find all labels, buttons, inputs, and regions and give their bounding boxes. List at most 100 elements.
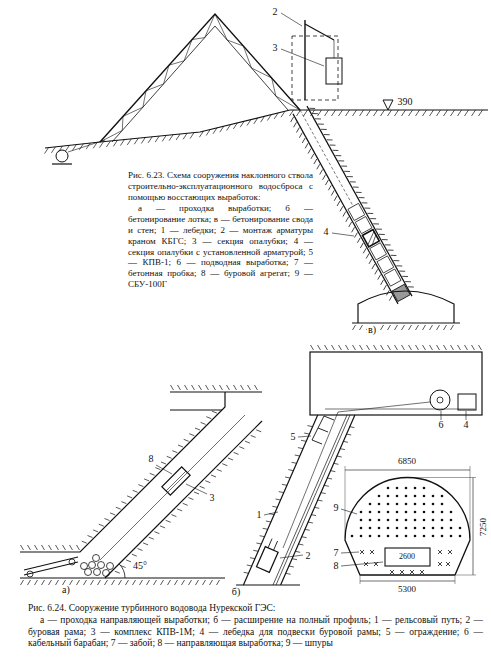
blast-hole: [405, 503, 408, 506]
crane-boom: [305, 24, 334, 40]
formwork-section: [362, 230, 379, 247]
upper-drift-roof: [170, 391, 262, 392]
fence-bar: [318, 428, 328, 432]
crane-mast: [304, 20, 305, 100]
blast-hole: [378, 503, 381, 506]
blast-hole: [423, 511, 426, 514]
truss-bracing: [100, 14, 215, 142]
figure-6-24b: [236, 345, 482, 585]
blast-hole: [405, 535, 408, 538]
blast-hole: [441, 511, 444, 514]
blast-hole: [423, 503, 426, 506]
crane-hook-line: [334, 40, 335, 58]
figure-6-23: [45, 13, 489, 330]
face-holes: [360, 550, 452, 574]
callout-number: 3: [209, 493, 216, 503]
winch-base: [52, 163, 72, 164]
blast-hole: [450, 527, 453, 530]
blast-hole: [441, 535, 444, 538]
raise-lower-wall: [105, 421, 262, 578]
dimension-label: 2600: [398, 553, 416, 561]
rail-track: [273, 415, 347, 585]
leader-line: [341, 562, 383, 566]
blast-hole: [378, 519, 381, 522]
formwork-section: [370, 243, 387, 260]
headframe-truss: [100, 14, 300, 142]
blast-hole: [441, 527, 444, 530]
pilot-raise-outline: [385, 548, 430, 566]
blast-hole: [387, 487, 390, 490]
rock-piece: [98, 562, 105, 569]
blast-hole: [387, 535, 390, 538]
reinforcement-mark: [369, 235, 379, 245]
blast-hole: [405, 495, 408, 498]
extension-line: [456, 575, 476, 576]
rock-piece: [107, 563, 114, 570]
blast-holes: [351, 487, 462, 538]
callout-number: 7: [333, 548, 340, 558]
blast-hole: [441, 495, 444, 498]
rock-piece: [94, 569, 101, 576]
formwork-section: [348, 203, 365, 220]
blast-hole: [387, 503, 390, 506]
leader-line: [441, 411, 442, 420]
callout-number: 2: [272, 7, 279, 17]
blast-hole: [396, 519, 399, 522]
callout-number: 9: [333, 503, 340, 513]
blast-hole: [378, 511, 381, 514]
leader-line: [466, 411, 467, 420]
rock-hatching: [309, 106, 414, 290]
headframe-inner-chord: [112, 26, 288, 142]
drill-frame-body: [256, 547, 278, 573]
callout-number: 6: [438, 420, 445, 430]
conveyor-roller: [27, 571, 33, 577]
extension-line: [345, 466, 346, 538]
rock-hatching: [286, 427, 355, 575]
extension-line: [455, 576, 456, 584]
blast-hole: [405, 487, 408, 490]
winch-symbol: [56, 150, 68, 162]
callout-number: 3: [272, 43, 279, 53]
guide-rail: [100, 415, 245, 560]
dimension-line: [360, 581, 455, 582]
blast-hole: [414, 495, 417, 498]
dimension-label: 5300: [397, 585, 417, 594]
callout-number: 8: [148, 454, 155, 464]
drill-frame: [256, 537, 282, 572]
figure-letter: а): [61, 585, 71, 595]
muck-pile: [81, 555, 114, 577]
leader-line: [341, 552, 359, 553]
extension-line: [360, 576, 361, 584]
blast-hole: [378, 495, 381, 498]
leader-line: [280, 555, 303, 558]
rock-piece: [81, 563, 88, 570]
callout-number: 4: [463, 420, 470, 430]
hoist-winch: [458, 394, 476, 410]
cable-drum-hub: [437, 397, 443, 403]
blast-hole: [360, 527, 363, 530]
rock-piece: [103, 570, 110, 577]
conveyor-roller: [69, 559, 75, 565]
cable-drum: [430, 390, 450, 410]
blast-hole: [387, 527, 390, 530]
blast-hole: [414, 519, 417, 522]
blast-hole: [360, 511, 363, 514]
figure-letter: б): [231, 587, 241, 597]
leader-line: [264, 512, 278, 515]
gallery-rail: [325, 409, 475, 410]
leader-line: [332, 233, 354, 236]
rock-hatching: [21, 580, 220, 585]
fence-rail: [312, 416, 324, 440]
blast-hole: [387, 519, 390, 522]
caption-key: а — проходка направляющей выработки; б —…: [28, 615, 483, 649]
kpv-platform: [162, 467, 190, 495]
callout-number: 4: [323, 227, 330, 237]
blast-hole: [432, 511, 435, 514]
caption-heading: Рис. 6.23. Схема сооружения наклонного с…: [128, 170, 313, 202]
blast-hole: [369, 503, 372, 506]
blast-hole: [432, 495, 435, 498]
leader-line: [186, 484, 207, 494]
cross-section: [341, 466, 476, 584]
blast-hole: [423, 495, 426, 498]
blast-hole: [387, 495, 390, 498]
